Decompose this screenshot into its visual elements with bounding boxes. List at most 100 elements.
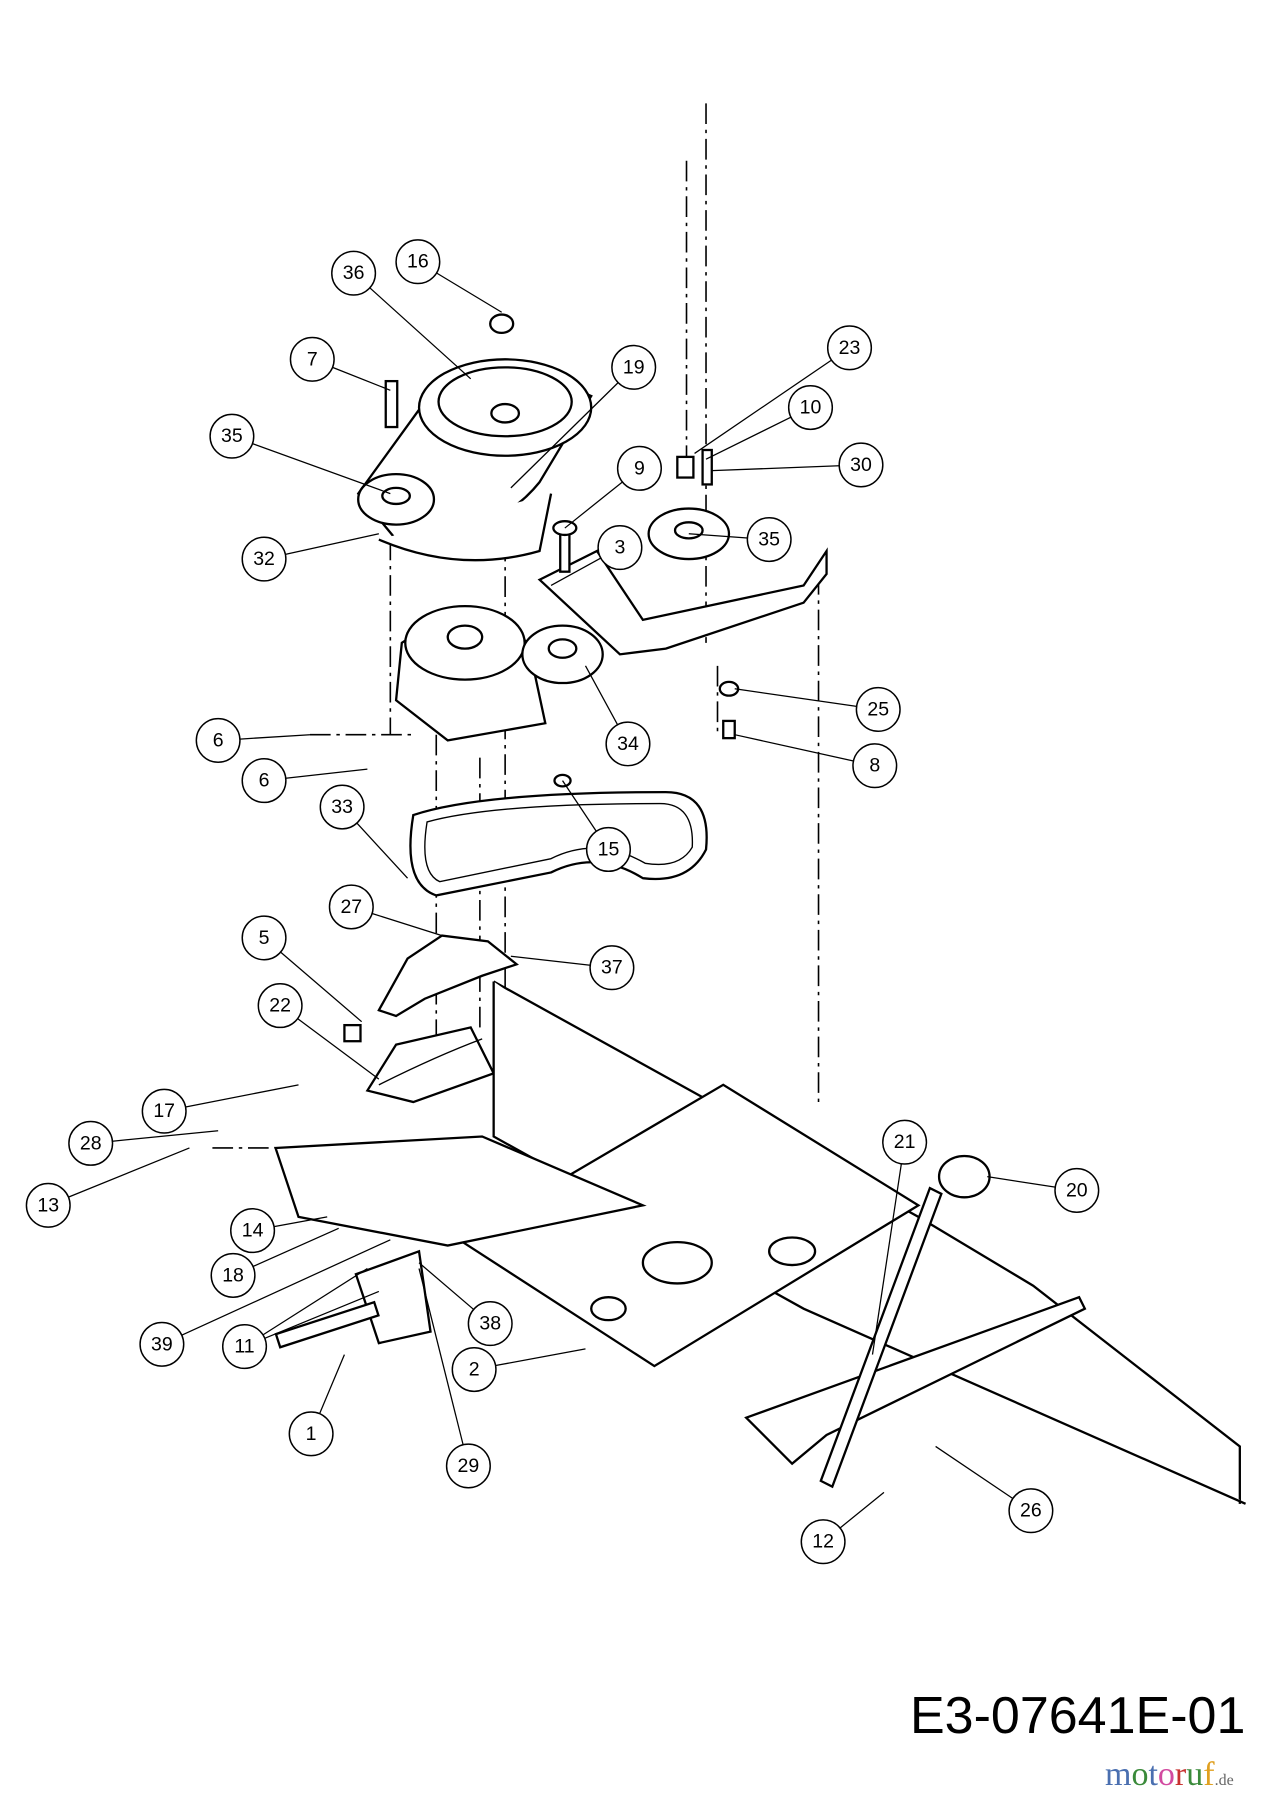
callout-number: 22 [269,995,291,1017]
leader-line [711,465,840,472]
callout-circle [331,250,377,296]
leader-line [285,533,379,555]
callout-circle [445,1443,491,1489]
callout-26: 26 [935,1445,1054,1534]
callout-circle [68,1120,114,1166]
callout-32: 32 [241,533,379,582]
leader-line [562,780,597,832]
leader-line [871,1163,902,1355]
leader-line [273,1216,328,1228]
callout-7: 7 [289,336,391,391]
callout-number: 11 [234,1336,254,1358]
leader-line [705,416,792,460]
bracket-and-spring [343,934,519,1104]
leader-line [550,557,602,587]
callout-circle [395,239,441,285]
leader-line [285,768,368,779]
callout-35: 35 [688,516,792,563]
callout-number: 18 [222,1264,244,1286]
leader-line [68,1147,190,1198]
leader-line [112,1130,219,1142]
callout-number: 10 [800,397,822,419]
drive-belt [409,790,708,897]
callout-circle [826,325,873,371]
callout-circle [605,721,651,767]
callout-number: 33 [331,796,353,818]
callout-circle [241,915,287,961]
leader-line [436,272,503,313]
callout-34: 34 [584,665,651,767]
callout-circle [25,1182,71,1228]
callout-number: 7 [307,348,318,370]
callout-circle [800,1519,846,1565]
callout-number: 32 [253,548,275,570]
leader-line [297,1018,380,1080]
callout-circle [319,784,365,830]
callout-circle [611,344,657,390]
callout-number: 35 [758,529,780,551]
callout-circle [141,1088,187,1134]
callout-15: 15 [562,780,632,873]
callout-23: 23 [694,325,873,454]
callout-27: 27 [328,884,443,937]
callout-circle [467,1301,513,1347]
leader-line [694,359,832,454]
callout-circle [882,1119,928,1165]
callout-number: 19 [623,356,645,378]
callout-10: 10 [705,384,834,460]
leader-line [935,1445,1014,1500]
callout-number: 30 [850,454,872,476]
drawing-number: E3-07641E-01 [910,1687,1246,1745]
leader-line [252,1227,339,1268]
callout-29: 29 [418,1268,491,1489]
callout-circle [585,826,632,873]
callout-circle [746,516,792,563]
leader-line [318,1354,346,1414]
leader-line [839,1491,885,1529]
callout-6: 6 [195,717,311,763]
callout-9: 9 [564,445,663,529]
callout-circle [616,445,663,491]
callout-circle [597,525,643,571]
callout-33: 33 [319,784,409,879]
callout-number: 9 [634,457,645,479]
callout-circle [139,1321,185,1367]
callout-number: 23 [839,337,861,359]
callout-number: 16 [407,251,429,273]
callout-number: 3 [614,537,625,559]
leader-line [185,1084,299,1108]
callout-number: 6 [213,729,224,751]
callout-14: 14 [230,1208,328,1254]
callout-circle [1054,1167,1100,1213]
callout-18: 18 [210,1227,339,1298]
callout-circle [589,945,635,991]
leader-line [369,287,472,380]
callout-number: 5 [259,927,270,949]
callout-number: 36 [343,262,365,284]
callout-circle [221,1323,268,1370]
callout-number: 27 [340,896,362,918]
callout-number: 12 [812,1531,834,1553]
callout-number: 6 [259,770,270,792]
callout-number: 38 [479,1313,501,1335]
callout-number: 34 [617,733,639,755]
leader-line [495,1348,586,1367]
callout-number: 14 [242,1220,264,1242]
callout-number: 17 [153,1100,175,1122]
callout-11: 11 [221,1267,380,1370]
callout-number: 35 [221,425,243,447]
leader-line [252,443,391,495]
leader-line [262,1267,368,1336]
leader-line [332,366,391,391]
callout-circle [289,336,335,382]
callout-number: 15 [598,838,620,860]
callout-20: 20 [987,1167,1100,1213]
callout-22: 22 [257,983,380,1080]
leader-line [239,734,311,740]
callout-19: 19 [510,344,657,489]
chassis-frame [273,980,1247,1505]
callout-17: 17 [141,1084,299,1134]
callout-circle [838,442,884,488]
callout-8: 8 [734,734,898,789]
callout-12: 12 [800,1491,885,1565]
